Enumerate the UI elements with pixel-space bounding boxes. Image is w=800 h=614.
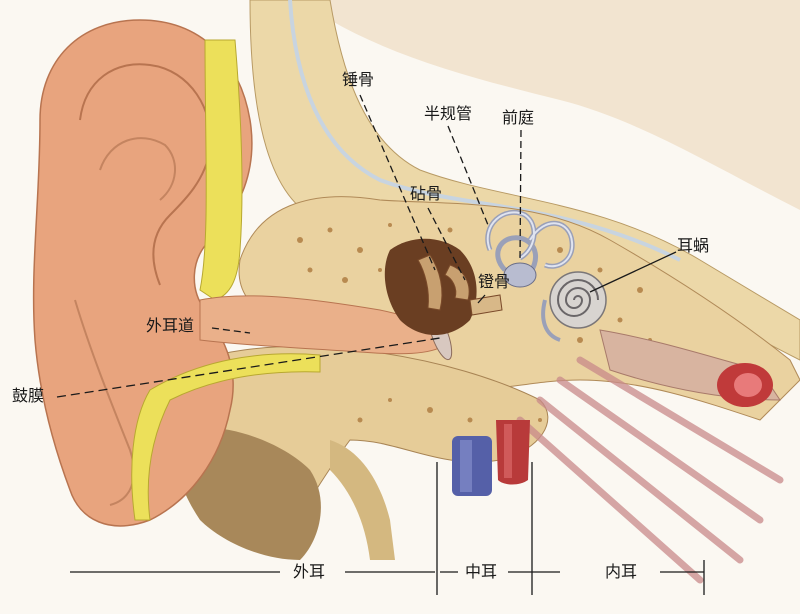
- carotid-artery: [496, 420, 530, 485]
- styloid-process: [330, 440, 395, 560]
- mandible-region: [176, 427, 321, 560]
- label-stapes: 镫骨: [478, 272, 511, 291]
- malleus-bone: [417, 254, 443, 311]
- cochlea-spiral: [556, 279, 599, 317]
- label-eardrum: 鼓膜: [12, 386, 45, 405]
- leader-lines: [56, 94, 677, 398]
- label-ear-canal: 外耳道: [146, 316, 195, 335]
- label-outer-ear: 外耳: [293, 562, 326, 581]
- tube-opening-inner: [734, 373, 762, 397]
- ear-lobe-fold: [74, 299, 135, 506]
- leader-semicircular: [447, 125, 489, 226]
- label-inner-ear: 内耳: [605, 562, 638, 581]
- stapes-bone: [469, 294, 503, 316]
- label-incus: 砧骨: [410, 184, 443, 203]
- label-cochlea: 耳蜗: [677, 236, 710, 255]
- leader-stapes: [477, 294, 486, 304]
- scalp-tissue: [170, 0, 800, 210]
- leader-incus: [427, 207, 466, 281]
- dura-membrane: [288, 0, 681, 262]
- cochlear-duct: [541, 299, 561, 342]
- label-semicircular-canals: 半规管: [424, 104, 473, 123]
- leader-vestibule: [519, 129, 522, 263]
- leader-ear-canal: [211, 327, 251, 334]
- leader-eardrum: [56, 337, 441, 398]
- leader-cochlea: [589, 251, 677, 293]
- leader-malleus: [359, 94, 436, 271]
- incus-bone: [444, 264, 470, 301]
- antihelix: [99, 137, 177, 201]
- cartilage-upper: [199, 39, 243, 301]
- semicircular-canal-highlights: [486, 211, 574, 268]
- cartilage-lower: [131, 353, 321, 521]
- label-middle-ear: 中耳: [465, 562, 498, 581]
- artery-highlight: [504, 424, 512, 478]
- vein-highlight: [460, 440, 472, 492]
- label-vestibule: 前庭: [502, 108, 535, 127]
- muscle-fibers: [516, 356, 784, 584]
- vestibule-body: [503, 262, 537, 288]
- label-malleus: 锤骨: [342, 70, 375, 89]
- section-dividers: [70, 462, 705, 595]
